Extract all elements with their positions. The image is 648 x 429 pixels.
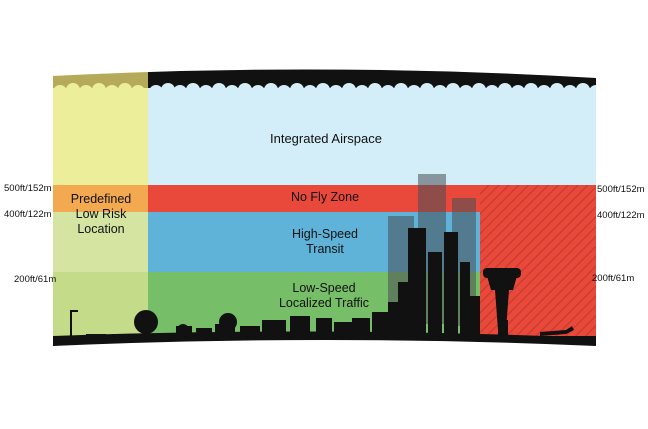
predefined-column-bottom <box>53 272 148 342</box>
cloud-puffs-left <box>53 83 145 99</box>
predefined-column-band <box>53 185 148 215</box>
integrated-airspace-label: Integrated Airspace <box>270 131 382 146</box>
no-fly-zone-label: No Fly Zone <box>291 190 359 204</box>
predefined-label-line1: Predefined <box>71 192 132 206</box>
cloud-puffs <box>149 83 596 99</box>
cloud-strip <box>148 69 596 88</box>
altitude-right-200: 200ft/61m <box>592 273 634 284</box>
altitude-left-500: 500ft/152m <box>4 183 52 194</box>
altitude-left-200: 200ft/61m <box>14 274 56 285</box>
low-speed-label-line1: Low-Speed <box>292 281 355 295</box>
low-speed-label-line2: Localized Traffic <box>279 296 369 310</box>
altitude-right-500: 500ft/152m <box>597 184 645 195</box>
predefined-label-line2: Low Risk <box>76 207 127 221</box>
high-speed-transit-label-line1: High-Speed <box>292 227 358 241</box>
predefined-column-mid <box>53 212 148 274</box>
ground-band <box>53 331 596 346</box>
altitude-left-400: 400ft/122m <box>4 209 52 220</box>
predefined-label-line3: Location <box>77 222 124 236</box>
altitude-right-400: 400ft/122m <box>597 210 645 221</box>
high-speed-transit-label-line2: Transit <box>306 242 344 256</box>
